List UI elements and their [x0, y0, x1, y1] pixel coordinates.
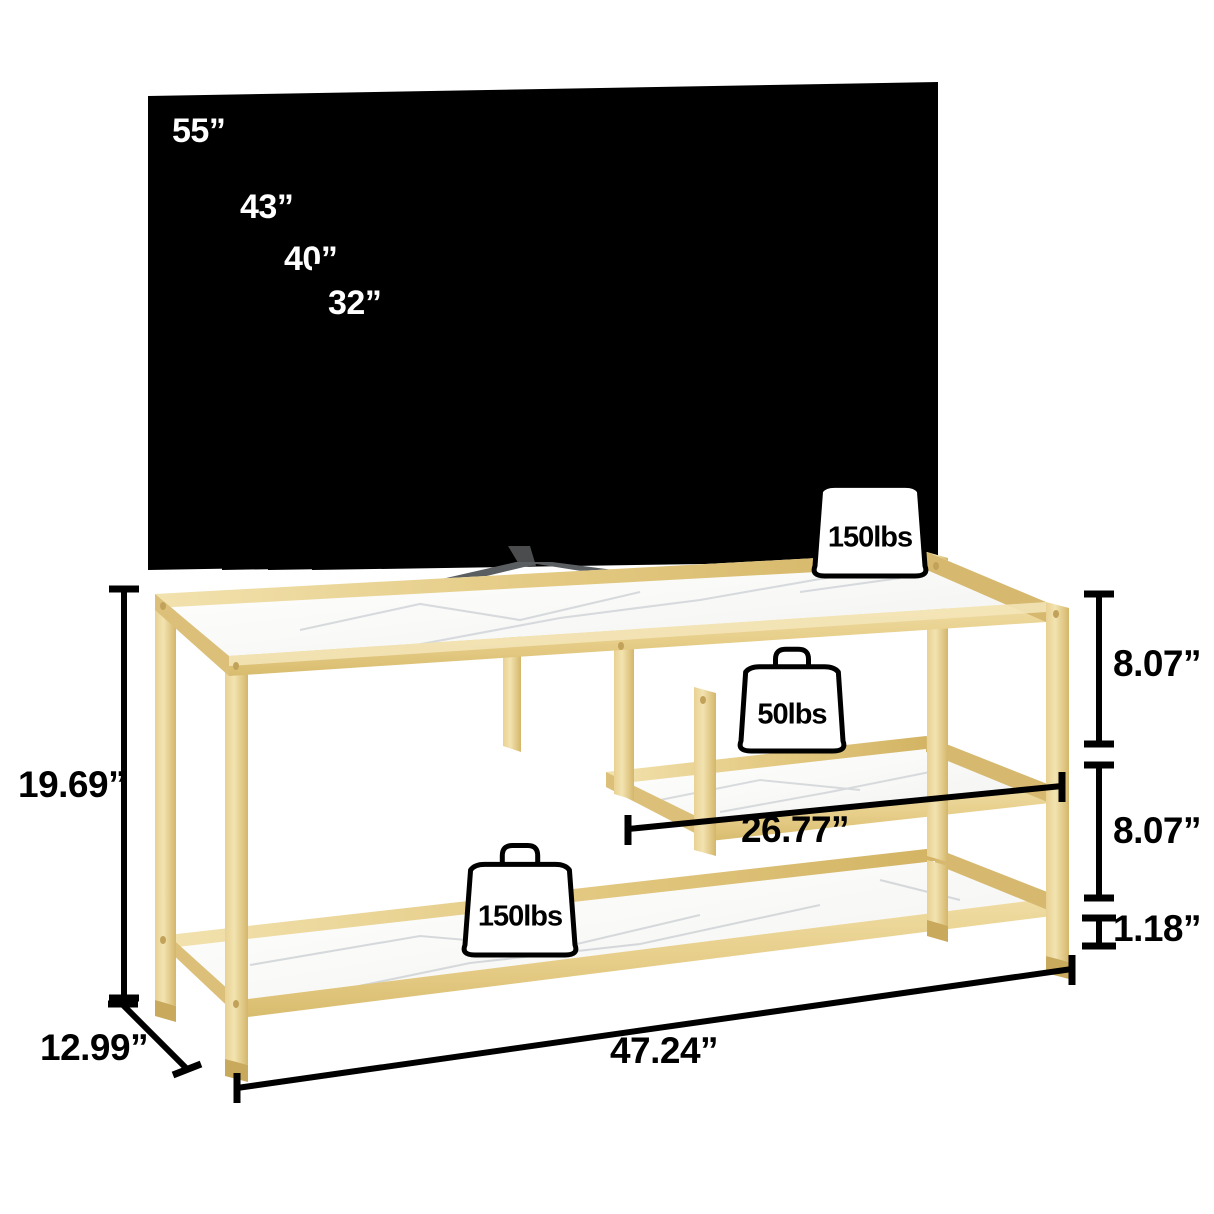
tv-size-rect-32: 32” [312, 257, 768, 570]
weight-bag-handle-icon [849, 464, 891, 487]
foot-back-right [927, 920, 948, 942]
weight-bag-icon [811, 482, 929, 579]
post-front-left [225, 652, 248, 1065]
middle-shelf-rail-back [606, 736, 926, 785]
weight-bag-icon [737, 664, 847, 754]
foot-back-left [155, 1000, 176, 1022]
middle-shelf-rail-right [926, 736, 1050, 803]
middle-shelf-marble-veins [659, 771, 931, 813]
dimension-depth-12-99 [108, 1000, 203, 1079]
dimension-clearance-1-18 [1082, 914, 1116, 950]
dimension-label-width: 47.24” [610, 1030, 718, 1071]
weight-badge-label: 50lbs [757, 698, 826, 730]
dimension-label-height: 19.69” [18, 764, 126, 805]
foot-front-left [225, 1059, 248, 1082]
frame-feet [155, 920, 1069, 1082]
bottom-shelf-marble-surface [168, 848, 1060, 1000]
tv-size-shape-32 [312, 257, 768, 570]
top-shelf-rail-back [155, 552, 927, 608]
tv-size-label-32: 32” [328, 284, 381, 322]
dimension-label-gap-upper: 8.07” [1113, 643, 1201, 684]
tv-size-label-55: 55” [172, 112, 225, 150]
weight-bag-handle-icon [499, 843, 541, 866]
frame-screws [160, 562, 1059, 1008]
weight-badge-label: 150lbs [478, 900, 562, 932]
dimension-gap-lower-8-07 [1084, 761, 1114, 902]
weight-badge-middle-shelf: 50lbs [737, 646, 847, 754]
dimension-shelf-width-26-77 [624, 772, 1066, 845]
weight-bag-icon [461, 861, 579, 958]
top-shelf-marble-veins [299, 570, 901, 650]
top-shelf-rail-highlight [229, 602, 1046, 666]
post-middle-back [614, 632, 634, 800]
post-front-right [1046, 602, 1069, 962]
dimension-gap-upper-8-07 [1084, 590, 1114, 748]
dimension-label-gap-lower: 8.07” [1113, 810, 1201, 851]
weight-bag-handle-icon [773, 646, 811, 668]
top-shelf-rail-left [155, 594, 229, 676]
tv-stand-neck [508, 546, 536, 566]
dimension-label-depth: 12.99” [40, 1027, 148, 1068]
dimension-height-19-69 [109, 585, 139, 1002]
weight-badge-bottom-shelf: 150lbs [461, 843, 579, 958]
post-back-left [155, 594, 176, 1006]
post-middle-front [694, 687, 716, 856]
dimension-width-47-24 [233, 955, 1076, 1103]
bottom-shelf-rail-left [168, 935, 240, 1018]
weight-badge-top-shelf: 150lbs [811, 464, 929, 579]
weight-badge-label: 150lbs [828, 521, 912, 553]
post-back-right-lower [927, 860, 948, 926]
dimension-label-clearance: 1.18” [1113, 908, 1201, 949]
dimension-label-shelf-width: 26.77” [741, 809, 849, 850]
bottom-shelf-rail-front [240, 897, 1060, 1018]
middle-shelf-rail-front [710, 785, 1050, 841]
bottom-shelf-rail-right [935, 848, 1060, 915]
tv-size-label-43: 43” [240, 188, 293, 226]
